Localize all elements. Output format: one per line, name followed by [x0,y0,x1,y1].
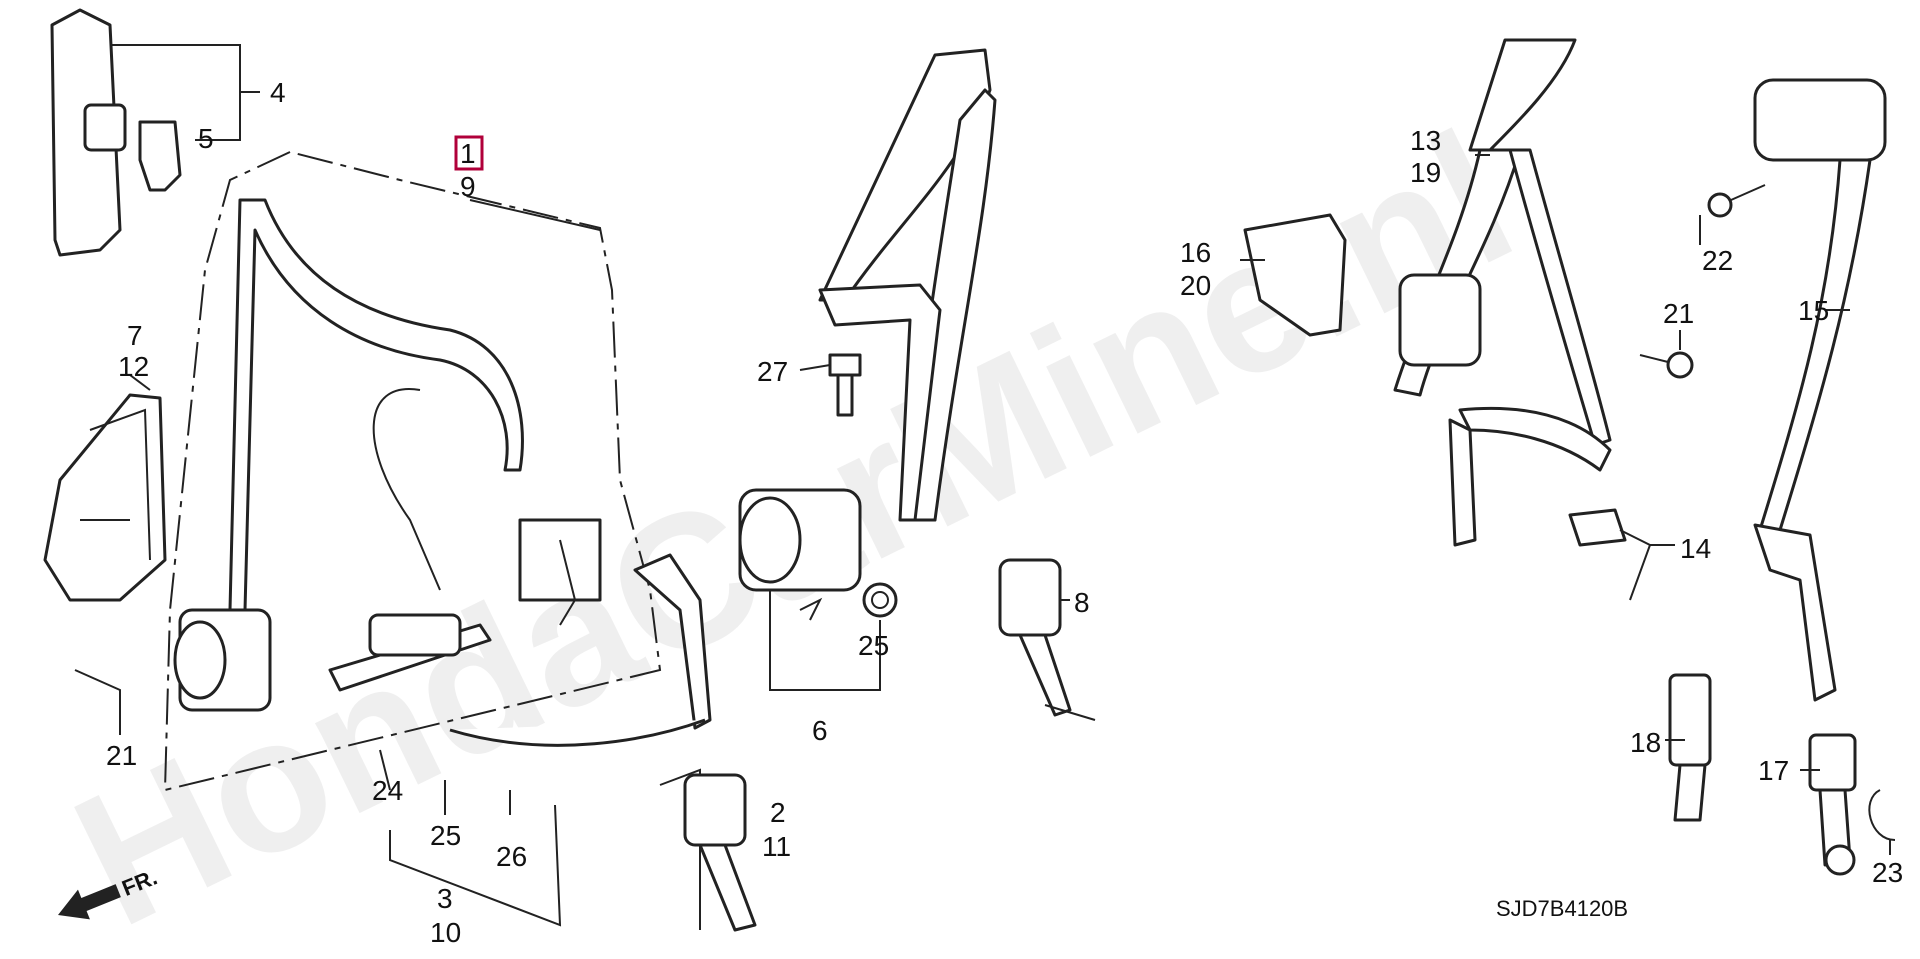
label-8[interactable]: 8 [1074,587,1090,618]
label-1[interactable]: 1 [460,138,476,169]
bolt-27 [828,353,862,417]
label-10[interactable]: 10 [430,917,461,948]
label-21-left[interactable]: 21 [106,740,137,771]
buckle-stalk [633,553,712,730]
label-26[interactable]: 26 [496,841,527,872]
label-25-left[interactable]: 25 [430,820,461,851]
label-2[interactable]: 2 [770,797,786,828]
label-27[interactable]: 27 [757,356,788,387]
part-labels: 4 5 1 9 7 12 21 24 25 26 3 10 2 11 27 6 … [106,77,1903,948]
front-seat-belt-assembly [43,8,712,792]
label-14[interactable]: 14 [1680,533,1711,564]
label-19[interactable]: 19 [1410,157,1441,188]
label-17[interactable]: 17 [1758,755,1789,786]
label-11[interactable]: 11 [762,831,791,862]
label-7[interactable]: 7 [127,320,143,351]
label-13[interactable]: 13 [1410,125,1441,156]
label-22[interactable]: 22 [1702,245,1733,276]
label-4[interactable]: 4 [270,77,286,108]
bolt-22 [1707,184,1766,218]
rear-outer-belt-assembly [738,48,997,621]
front-arrow-icon [58,884,121,920]
label-3[interactable]: 3 [437,883,453,914]
label-6[interactable]: 6 [812,715,828,746]
cover-16-20 [1243,213,1347,337]
belt-webbing [228,198,524,612]
buckle-8 [998,558,1096,721]
diagram-code: SJD7B4120B [1496,896,1628,921]
label-23[interactable]: 23 [1872,857,1903,888]
tongue-17 [1808,733,1857,876]
highlight-box-1 [454,135,484,171]
rear-center-belt [1393,38,1612,547]
clip-25-middle [862,582,898,618]
label-25-middle[interactable]: 25 [858,630,889,661]
clip-23 [1868,789,1896,841]
buckle-14 [1568,508,1652,601]
leader-lines [74,44,1891,927]
label-15[interactable]: 15 [1798,295,1829,326]
pillar-cover-7-12 [43,393,167,602]
retractor-13-19 [1398,273,1482,367]
buckle-18 [1668,673,1712,822]
label-21-right[interactable]: 21 [1663,298,1694,329]
bolt-21-right [1639,351,1694,379]
upper-retractor-15 [1753,78,1887,702]
label-9[interactable]: 9 [460,171,476,202]
label-24[interactable]: 24 [372,775,403,806]
label-5[interactable]: 5 [198,123,214,154]
guide-cover-5 [138,120,182,192]
label-18[interactable]: 18 [1630,727,1661,758]
assembly-boundary [163,151,662,792]
label-16[interactable]: 16 [1180,237,1211,268]
label-12[interactable]: 12 [118,351,149,382]
lower-buckle-2-11 [659,768,757,932]
label-20[interactable]: 20 [1180,270,1211,301]
